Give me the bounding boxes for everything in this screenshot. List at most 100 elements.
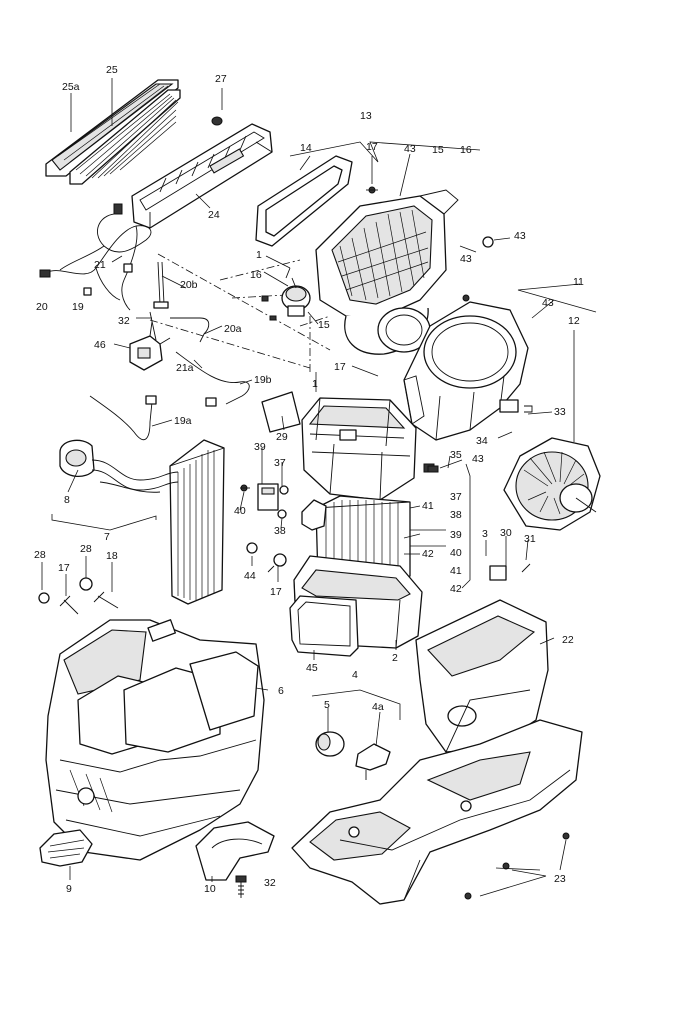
- callout-17: 17: [270, 586, 282, 598]
- blower-housing-11: [403, 301, 533, 473]
- clip-27: [211, 116, 223, 126]
- callout-27: 27: [215, 73, 227, 85]
- callout-43: 43: [514, 230, 526, 242]
- callout-19b: 19b: [254, 374, 272, 386]
- expansion-valve-39-40: [240, 483, 289, 519]
- callout-35: 35: [450, 449, 462, 461]
- bolts-23: [464, 832, 570, 900]
- pollen-filter-25a: [45, 79, 179, 177]
- screws-43-17-top: [366, 186, 494, 302]
- callout-12: 12: [568, 315, 580, 327]
- callout-45: 45: [306, 662, 318, 674]
- callout-17: 17: [366, 141, 378, 153]
- callout-15: 15: [318, 319, 330, 331]
- callout-4a: 4a: [372, 701, 384, 713]
- callout-43: 43: [404, 143, 416, 155]
- callout-32: 32: [118, 315, 130, 327]
- cover-plate-29: [261, 391, 301, 433]
- callout-22: 22: [562, 634, 574, 646]
- assembly-dash-lines: [149, 253, 331, 372]
- blower-regulator-4a: [355, 743, 391, 780]
- air-duct-23: [291, 719, 583, 905]
- callout-43: 43: [460, 253, 472, 265]
- callout-23: 23: [554, 873, 566, 885]
- bolt-32: [235, 875, 247, 898]
- callout-7: 7: [104, 531, 110, 543]
- callout-17: 17: [334, 361, 346, 373]
- resistor-5: [315, 731, 345, 757]
- blower-fan-12: [503, 437, 601, 531]
- callout-30: 30: [500, 527, 512, 539]
- seals-35-42: [410, 465, 446, 547]
- callout-31: 31: [524, 533, 536, 545]
- callout-17: 17: [58, 562, 70, 574]
- callout-38: 38: [274, 525, 286, 537]
- callout-13: 13: [360, 110, 372, 122]
- callout-20: 20: [36, 301, 48, 313]
- callout-21: 21: [94, 259, 106, 271]
- callout-25: 25: [106, 64, 118, 76]
- heater-hoses-8: [59, 439, 179, 493]
- callout-6: 6: [278, 685, 284, 697]
- wiring-harness-19-20-21: [39, 203, 152, 311]
- seal-frame-14: [255, 155, 353, 247]
- callout-25a: 25a: [62, 81, 80, 93]
- callout-39: 39: [450, 529, 462, 541]
- callout-46: 46: [94, 339, 106, 351]
- callout-28: 28: [34, 549, 46, 561]
- callout-29: 29: [276, 431, 288, 443]
- callout-1: 1: [312, 378, 318, 390]
- callout-40: 40: [234, 505, 246, 517]
- callout-37: 37: [274, 457, 286, 469]
- flap-actuator-15-16: [261, 267, 311, 321]
- pollen-filter-25: [69, 89, 181, 185]
- callout-38: 38: [450, 509, 462, 521]
- callout-labels: 25a 25 27 24 13 14 17 43 15 16 43 43 11 …: [34, 64, 584, 895]
- callout-11: 11: [573, 276, 584, 288]
- hardware-44-17: [246, 542, 287, 573]
- servo-motor-46: [129, 321, 171, 371]
- callout-18: 18: [106, 550, 118, 562]
- callout-21a: 21a: [176, 362, 194, 374]
- seal-pad-36: [301, 499, 327, 531]
- callout-20a: 20a: [224, 323, 242, 335]
- callout-20b: 20b: [180, 279, 198, 291]
- callout-19a: 19a: [174, 415, 192, 427]
- callout-44: 44: [244, 570, 256, 582]
- callout-28: 28: [80, 543, 92, 555]
- callout-42: 42: [450, 583, 462, 595]
- callout-42: 42: [422, 548, 434, 560]
- callout-41: 41: [450, 565, 462, 577]
- air-duct-22: [415, 563, 549, 753]
- distribution-housing-13: [315, 189, 459, 355]
- callout-3: 3: [482, 528, 488, 540]
- callout-37: 37: [450, 491, 462, 503]
- leader-lines: [41, 78, 597, 897]
- heater-core-7: [169, 439, 225, 605]
- callout-1: 1: [256, 249, 262, 261]
- air-duct-10: [195, 821, 275, 881]
- air-duct-9: [39, 829, 93, 867]
- callout-40: 40: [450, 547, 462, 559]
- callout-16: 16: [250, 269, 262, 281]
- callout-8: 8: [64, 494, 70, 506]
- callout-4: 4: [352, 669, 358, 681]
- callout-16: 16: [460, 144, 472, 156]
- callout-34: 34: [476, 435, 488, 447]
- heater-housing-6: [45, 619, 265, 861]
- callout-5: 5: [324, 699, 330, 711]
- callout-32: 32: [264, 877, 276, 889]
- evaporator-upper-case-1: [301, 397, 417, 501]
- callout-24: 24: [208, 209, 220, 221]
- callout-2: 2: [392, 652, 398, 664]
- callout-43: 43: [472, 453, 484, 465]
- callout-43: 43: [542, 297, 554, 309]
- callout-39: 39: [254, 441, 266, 453]
- filter-frame-24: [131, 123, 273, 229]
- callout-41: 41: [422, 500, 434, 512]
- callout-14: 14: [300, 142, 312, 154]
- callout-33: 33: [554, 406, 566, 418]
- callout-10: 10: [204, 883, 216, 895]
- fasteners-28-17-18: [38, 577, 119, 615]
